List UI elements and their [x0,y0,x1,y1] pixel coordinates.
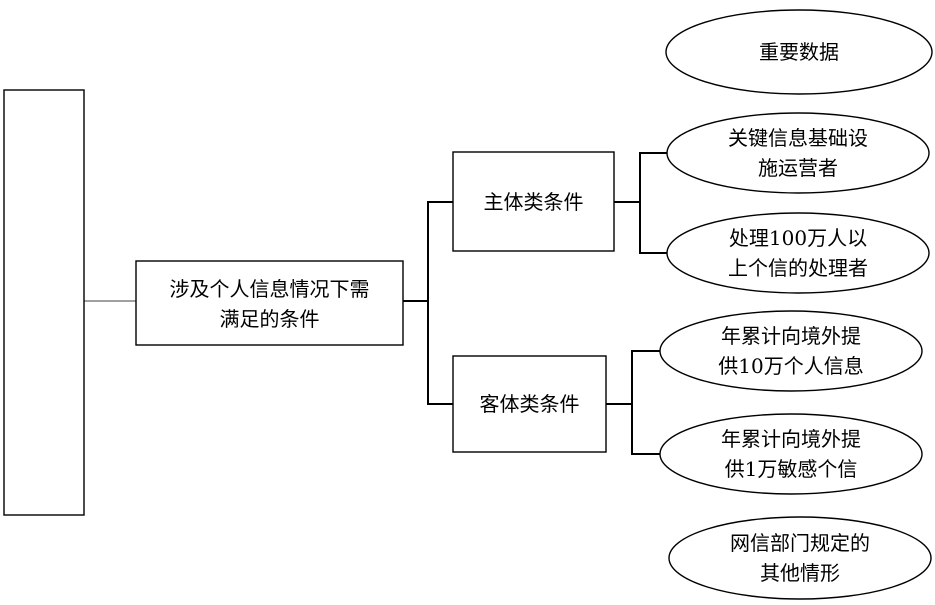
leaf-cumulative-10k-sensitive: 年累计向境外提 供1万敏感个信 [659,413,923,495]
leaf-million-processor: 处理100万人以 上个信的处理者 [666,212,930,294]
leaf-important-data: 重要数据 [665,9,933,95]
cumulative-100k-ellipse [659,310,923,392]
connectors [84,152,668,455]
cii-operator-line1: 关键信息基础设 [728,126,868,150]
million-processor-ellipse [666,212,930,294]
object-box [452,355,607,453]
other-cases-line1: 网信部门规定的 [730,531,870,555]
object-node: 客体类条件 [452,355,607,453]
subject-box [452,151,615,252]
subject-branch-connector [614,152,668,254]
million-processor-line1: 处理100万人以 [729,226,867,250]
million-processor-line2: 上个信的处理者 [728,256,868,280]
cii-operator-line2: 施运营者 [758,156,838,180]
main-node: 涉及个人信息情况下需 满足的条件 [135,260,404,346]
cumulative-100k-line1: 年累计向境外提 [721,324,861,348]
important-data-ellipse [665,9,933,95]
leaf-other-cases: 网信部门规定的 其他情形 [668,516,932,600]
leaf-cumulative-100k: 年累计向境外提 供10万个人信息 [659,310,923,392]
subject-node: 主体类条件 [452,151,615,252]
main-branch-connector [403,201,453,405]
main-label-line1: 涉及个人信息情况下需 [170,277,370,301]
cumulative-10k-line1: 年累计向境外提 [721,427,861,451]
object-label: 客体类条件 [480,392,580,416]
other-cases-line2: 其他情形 [760,561,840,585]
cumulative-10k-line2: 供1万敏感个信 [725,457,858,481]
cumulative-10k-ellipse [659,413,923,495]
main-label-line2: 满足的条件 [220,307,320,331]
root-box [3,89,85,516]
cumulative-100k-line2: 供10万个人信息 [718,354,863,378]
other-cases-ellipse [668,516,932,600]
main-box [135,260,404,346]
leaf-cii-operator: 关键信息基础设 施运营者 [666,112,930,194]
important-data-label: 重要数据 [759,40,839,64]
cii-operator-ellipse [666,112,930,194]
object-branch-connector [606,350,660,455]
subject-label: 主体类条件 [484,190,584,214]
